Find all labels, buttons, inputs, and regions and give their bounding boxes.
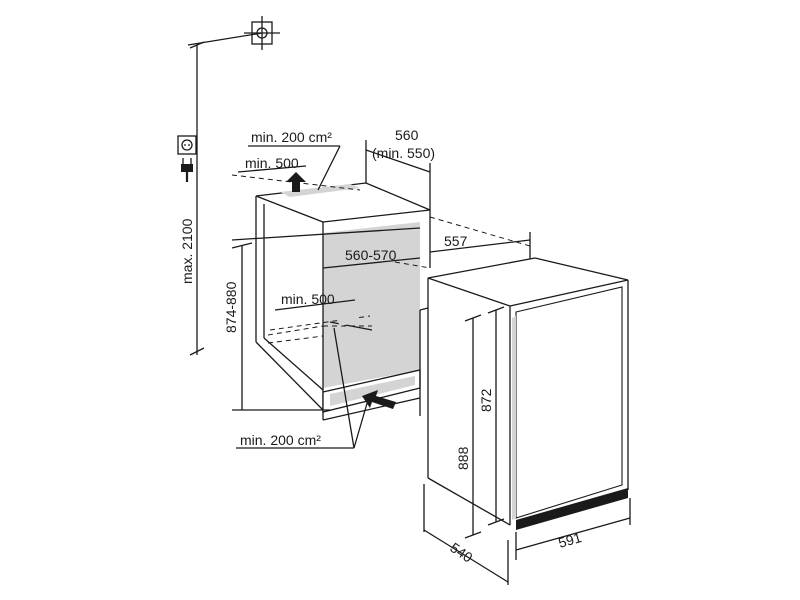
side-depth-label: 557 [444,233,468,249]
top-depth-label: min. 500 [245,155,299,171]
depth-label: 540 [447,539,475,565]
depth-dimension-line [423,529,509,583]
width-dimension-line [515,517,631,551]
niche-interior [323,222,420,388]
total-height-label: 888 [455,446,471,470]
bottom-vent-grille [330,376,415,406]
ceiling-line [187,32,263,46]
max-height-label: max. 2100 [179,218,195,284]
appliance-body [419,257,629,530]
shelf-vent [336,314,360,326]
appliance-base [516,488,628,530]
power-socket-icon [177,135,197,155]
niche-height-label: 874-880 [223,281,239,333]
bottom-vent-label: min. 200 cm² [240,432,321,448]
airflow-arrow-icon [362,390,396,409]
niche-width-min-label: (min. 550) [372,145,435,161]
shelf-depth-label: min. 500 [281,291,335,307]
width-label: 591 [556,529,583,551]
power-plug-icon [181,158,193,182]
door-height-label: 872 [478,388,494,412]
niche-width-label: 560 [395,127,419,143]
top-vent-label: min. 200 cm² [251,129,332,145]
inner-width-label: 560-570 [345,247,397,263]
